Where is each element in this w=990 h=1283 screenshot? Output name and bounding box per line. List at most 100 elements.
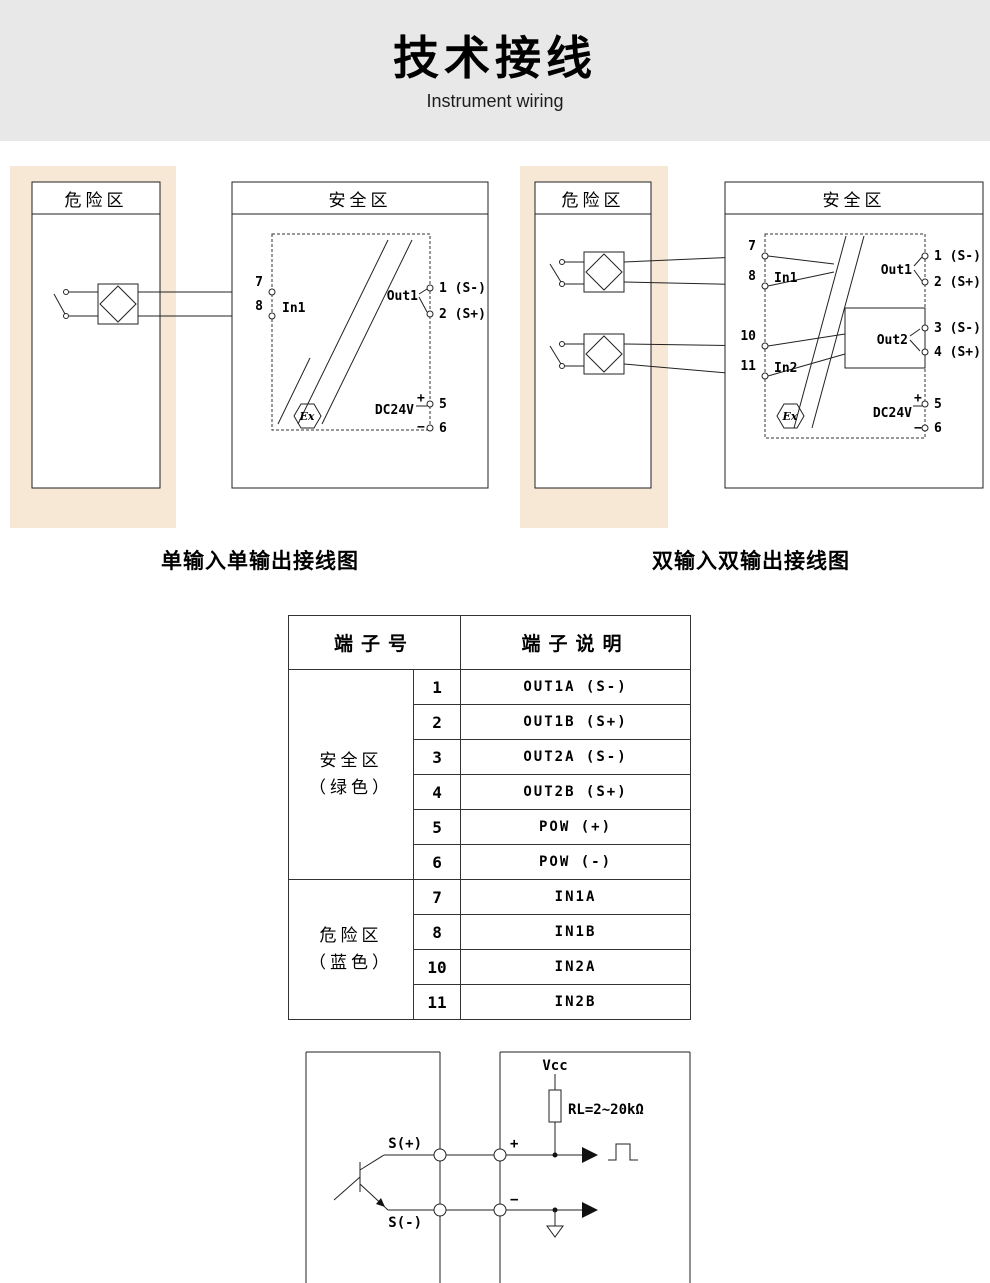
minus-sign: −	[914, 421, 922, 436]
in1-label: In1	[282, 301, 306, 316]
terminal-8	[761, 282, 769, 290]
col-header-terminal-desc: 端子说明	[460, 615, 692, 670]
terminal-desc: OUT2A (S-)	[460, 739, 692, 775]
minus-label: −	[510, 1192, 518, 1208]
table-row: 危险区 （蓝色） 7 IN1A	[288, 879, 692, 1020]
terminal-4	[921, 348, 929, 356]
terminal-7	[268, 288, 276, 296]
terminal-no: 2	[412, 704, 462, 740]
signal-arrow-icon	[582, 1147, 598, 1163]
terminal-desc: IN2A	[460, 949, 692, 985]
page-header: 技术接线 Instrument wiring	[0, 0, 990, 141]
isolation-barrier-lines	[277, 239, 413, 425]
terminal-5-label: 5	[934, 397, 942, 412]
terminal-table: 端子号 端子说明 安全区 （绿色） 1 OUT1A (S-) 2 OUT1B (…	[287, 615, 692, 1020]
group-color: （蓝色）	[309, 952, 393, 972]
terminal-no: 3	[412, 739, 462, 775]
ground-icon	[546, 1225, 564, 1238]
terminal-6-label: 6	[934, 421, 942, 436]
terminal-6-label: 6	[439, 421, 447, 436]
sensor-symbol	[53, 283, 139, 325]
terminal-ring	[433, 1148, 447, 1162]
terminal-5-label: 5	[439, 397, 447, 412]
caption-double-io: 双输入双输出接线图	[652, 550, 850, 573]
group-name: 安全区	[319, 751, 383, 771]
table-row: 4 OUT2B (S+)	[289, 774, 692, 810]
terminal-desc: OUT2B (S+)	[460, 774, 692, 810]
group-name: 危险区	[319, 926, 383, 946]
terminal-4-label: 4 (S+)	[934, 345, 981, 360]
terminal-5	[921, 400, 929, 408]
dc24v-label: DC24V	[873, 406, 912, 421]
terminal-no: 5	[412, 809, 462, 845]
terminal-desc: POW (-)	[460, 844, 692, 880]
ex-hexagon-icon: Ex	[293, 403, 322, 429]
terminal-ring	[493, 1203, 507, 1217]
terminal-no: 4	[412, 774, 462, 810]
dual-io-wiring-diagram: 危险区 安全区	[520, 166, 984, 528]
table-row: 10 IN2A	[289, 949, 692, 985]
isolator-module-outline	[271, 233, 431, 431]
terminal-5	[426, 400, 434, 408]
page-title: 技术接线	[393, 32, 597, 84]
hazard-zone-label: 危险区	[65, 191, 128, 210]
terminal-desc: IN1B	[460, 914, 692, 950]
group-hazard-zone: 危险区 （蓝色）	[288, 879, 414, 1020]
plus-sign: +	[417, 391, 425, 406]
isolation-barrier-lines	[793, 235, 865, 429]
page-subtitle: Instrument wiring	[426, 91, 564, 111]
terminal-2	[426, 310, 434, 318]
col-header-terminal-no: 端子号	[287, 615, 462, 670]
terminal-2	[921, 278, 929, 286]
terminal-8-label: 8	[255, 299, 263, 314]
s-plus-label: S(+)	[388, 1136, 422, 1152]
vcc-label: Vcc	[542, 1058, 567, 1074]
terminal-7	[761, 252, 769, 260]
terminal-11-label: 11	[740, 359, 756, 374]
plus-sign: +	[914, 391, 922, 406]
in2-label: In2	[774, 361, 797, 376]
terminal-8	[268, 312, 276, 320]
hazard-zone-box: 危险区	[31, 181, 161, 489]
out1-label: Out1	[387, 289, 418, 304]
dc24v-label: DC24V	[375, 403, 414, 418]
caption-single-io: 单输入单输出接线图	[161, 550, 359, 573]
s-minus-label: S(-)	[388, 1215, 422, 1231]
terminal-no: 8	[412, 914, 462, 950]
terminal-7-label: 7	[748, 239, 756, 254]
terminal-no: 11	[412, 984, 462, 1020]
terminal-3	[921, 324, 929, 332]
ex-hexagon-icon: Ex	[776, 403, 805, 429]
terminal-no: 1	[412, 669, 462, 705]
pulse-wave-icon	[608, 1143, 638, 1161]
input-equivalent-circuit: S(+) S(-) + − Vcc RL=2~20kΩ	[305, 1051, 691, 1283]
terminal-1	[426, 284, 434, 292]
terminal-desc: OUT1B (S+)	[460, 704, 692, 740]
terminal-no: 7	[412, 879, 462, 915]
out1-label: Out1	[881, 263, 912, 278]
terminal-desc: IN2B	[460, 984, 692, 1020]
svg-text:Ex: Ex	[782, 410, 798, 423]
out2-label: Out2	[877, 333, 908, 348]
in1-label: In1	[774, 271, 798, 286]
terminal-10	[761, 342, 769, 350]
minus-sign: −	[417, 420, 425, 435]
table-header-row: 端子号 端子说明	[287, 615, 692, 670]
terminal-8-label: 8	[748, 269, 756, 284]
plus-label: +	[510, 1136, 518, 1152]
table-row: 安全区 （绿色） 1 OUT1A (S-)	[288, 669, 692, 880]
terminal-7-label: 7	[255, 275, 263, 290]
terminal-no: 6	[412, 844, 462, 880]
table-row: 11 IN2B	[289, 984, 692, 1020]
terminal-11	[761, 372, 769, 380]
sensor-symbol-2	[549, 333, 625, 375]
transistor-symbol	[333, 1154, 389, 1211]
resistor-symbol	[548, 1089, 562, 1123]
group-safe-zone: 安全区 （绿色）	[288, 669, 414, 880]
out2-module-box	[844, 307, 926, 369]
terminal-1-label: 1 (S-)	[934, 249, 981, 264]
safe-zone-label: 安全区	[329, 191, 392, 210]
terminal-6	[921, 424, 929, 432]
svg-text:Ex: Ex	[299, 410, 315, 423]
